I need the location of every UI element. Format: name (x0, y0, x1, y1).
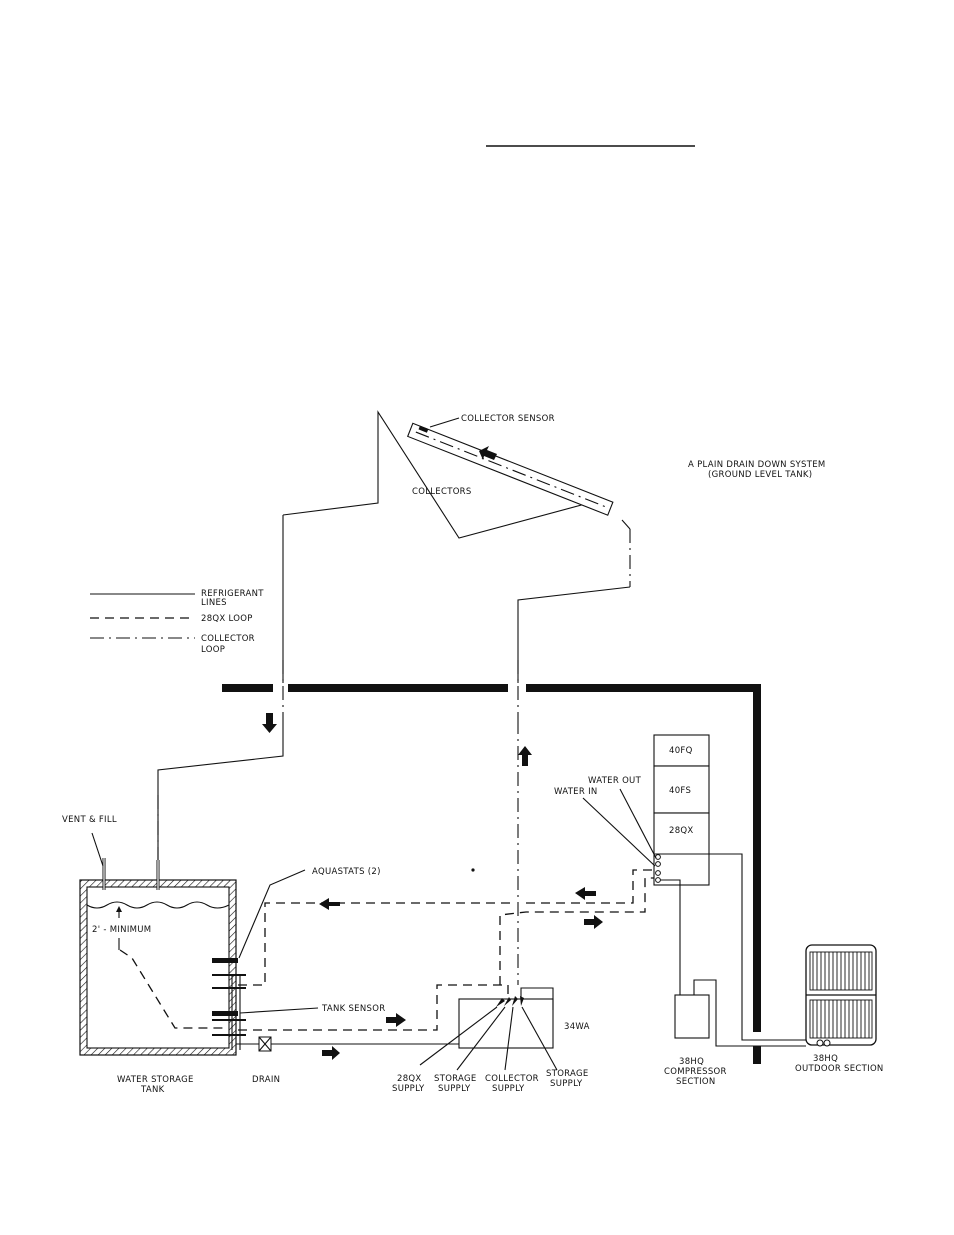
flow-arrow-collector (479, 446, 497, 460)
28qx-supply-label-line1: 28QX (397, 1074, 422, 1084)
floor-segment-left (222, 684, 273, 692)
collector-loop-to-tank (157, 720, 284, 860)
28qx-loop-upper-right (526, 869, 655, 904)
collectors-label: COLLECTORS (412, 487, 472, 497)
storage-supply-1-label-line2: SUPPLY (438, 1084, 471, 1094)
unit-34wa (458, 998, 554, 1049)
unit-40fq-label: 40FQ (669, 746, 693, 756)
unit-40fs-label: 40FS (669, 786, 691, 796)
legend: REFRIGERANT LINES 28QX LOOP COLLECTOR LO… (90, 589, 264, 655)
collector-sensor-leader (429, 417, 460, 428)
storage-supply-1-label-line1: STORAGE (434, 1074, 477, 1084)
collector-supply-label-line1: COLLECTOR (485, 1074, 539, 1084)
drain-label: DRAIN (252, 1075, 280, 1085)
flow-arrow-drain (322, 1046, 340, 1060)
collector-sensor-icon (418, 425, 429, 433)
collector-sensor-label: COLLECTOR SENSOR (461, 414, 555, 424)
unit-28qx (653, 812, 710, 886)
tank-dip-tube (119, 949, 226, 1029)
aquastats-leader (238, 869, 306, 959)
legend-collector-line2: LOOP (201, 645, 225, 655)
flow-arrow-to-28qx-out (584, 915, 603, 929)
vent-fill-leader (91, 832, 104, 867)
tank-sensor-leader (239, 1007, 319, 1014)
38hq-outdoor-unit (805, 944, 877, 1047)
aquastat-upper-icon (212, 958, 238, 963)
outdoor-label-line2: OUTDOOR SECTION (795, 1064, 884, 1074)
collector-loop-right-return (517, 586, 631, 683)
unit-34wa-label: 34WA (564, 1022, 590, 1032)
water-out-label: WATER OUT (588, 776, 642, 786)
28qx-loop-supply (499, 877, 655, 985)
legend-collector-line1: COLLECTOR (201, 634, 255, 644)
diagram-title-line1: A PLAIN DRAIN DOWN SYSTEM (688, 460, 826, 470)
storage-supply-2-label-line1: STORAGE (546, 1069, 589, 1079)
collector-loop-right-outline (621, 519, 631, 530)
flow-arrow-to-34wa (386, 1013, 406, 1027)
water-storage-tank (79, 879, 237, 1056)
unit-28qx-label: 28QX (669, 826, 694, 836)
unit-40fs (653, 765, 710, 814)
compressor-label-line2: COMPRESSOR (664, 1067, 727, 1077)
water-in-leader (582, 797, 656, 867)
refrigerant-line-compressor-return (693, 979, 806, 1047)
28qx-loop-upper (238, 902, 510, 986)
legend-28qx-line1: 28QX LOOP (201, 614, 253, 624)
collector-supply-label-line2: SUPPLY (492, 1084, 525, 1094)
drain-valve-icon (258, 1036, 272, 1052)
water-storage-tank-label-line1: WATER STORAGE (117, 1075, 194, 1085)
legend-refrigerant-line1: REFRIGERANT (201, 589, 264, 599)
outdoor-label-line1: 38HQ (813, 1054, 838, 1064)
tank-sensor-icon (212, 1011, 238, 1016)
storage-supply-2-label-line2: SUPPLY (550, 1079, 583, 1089)
38hq-compressor-unit (674, 994, 710, 1039)
legend-refrigerant-line2: LINES (201, 598, 227, 608)
diagram-title-line2: (GROUND LEVEL TANK) (708, 470, 812, 480)
28qx-supply-label-line2: SUPPLY (392, 1084, 425, 1094)
exterior-wall-lower (753, 1046, 761, 1064)
tank-sensor-label: TANK SENSOR (321, 1004, 385, 1014)
refrigerant-line-to-compressor (660, 879, 681, 995)
flow-arrow-to-28qx-in (575, 887, 596, 900)
indoor-unit-stack (653, 734, 710, 886)
water-storage-tank-label-line2: TANK (140, 1085, 165, 1095)
collector-loop-left-outline (282, 410, 601, 539)
flow-arrow-up (518, 746, 532, 766)
flow-arrow-down (262, 713, 277, 733)
floor-segment-middle (288, 684, 508, 692)
flow-arrow-return (319, 898, 340, 910)
vent-fill-label: VENT & FILL (62, 815, 117, 825)
refrigerant-line-to-outdoor (709, 853, 806, 1041)
floor-segment-right (526, 684, 761, 692)
compressor-label-line1: 38HQ (679, 1057, 704, 1067)
unit-40fq (653, 734, 710, 767)
exterior-wall (753, 684, 761, 1032)
water-out-leader (619, 788, 657, 859)
compressor-label-line3: SECTION (676, 1077, 716, 1087)
water-in-label: WATER IN (554, 787, 598, 797)
aquastats-label: AQUASTATS (2) (312, 867, 381, 877)
collector-panel (406, 422, 614, 516)
minimum-label: 2' - MINIMUM (92, 925, 151, 935)
